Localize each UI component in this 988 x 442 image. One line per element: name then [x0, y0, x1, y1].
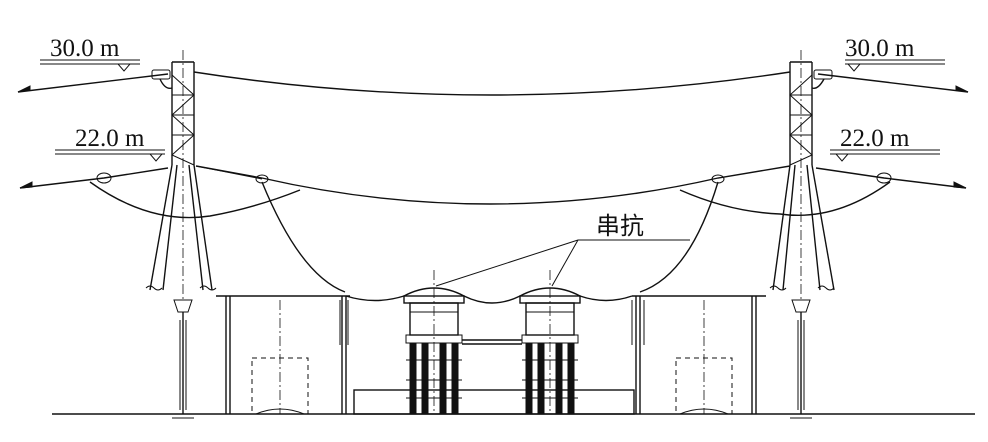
series-reactor-callout: 串抗 — [435, 212, 690, 287]
main-conductor — [19, 165, 967, 219]
shield-wire — [17, 69, 969, 96]
right-bay-frame — [631, 295, 766, 415]
series-reactor-label: 串抗 — [596, 212, 644, 240]
elevation-marker-22-left: 22.0 m — [55, 125, 165, 162]
elevation-label: 22.0 m — [840, 125, 910, 152]
left-gantry-tower — [145, 50, 217, 300]
elevation-label: 30.0 m — [845, 35, 915, 62]
drop-leads — [261, 181, 719, 293]
series-reactor-right — [519, 270, 581, 414]
left-arrester — [172, 299, 194, 419]
reactor-interconnect — [345, 295, 633, 345]
elevation-marker-30-right: 30.0 m — [845, 35, 945, 72]
series-reactor-left — [403, 270, 465, 414]
right-arrester — [790, 299, 812, 419]
elevation-marker-30-left: 30.0 m — [40, 35, 140, 72]
elevation-label: 22.0 m — [75, 125, 145, 152]
elevation-marker-22-right: 22.0 m — [830, 125, 940, 162]
elevation-label: 30.0 m — [50, 35, 120, 62]
foundation-slab — [353, 389, 635, 415]
left-bay-frame — [216, 295, 350, 415]
right-gantry-tower — [769, 50, 835, 300]
